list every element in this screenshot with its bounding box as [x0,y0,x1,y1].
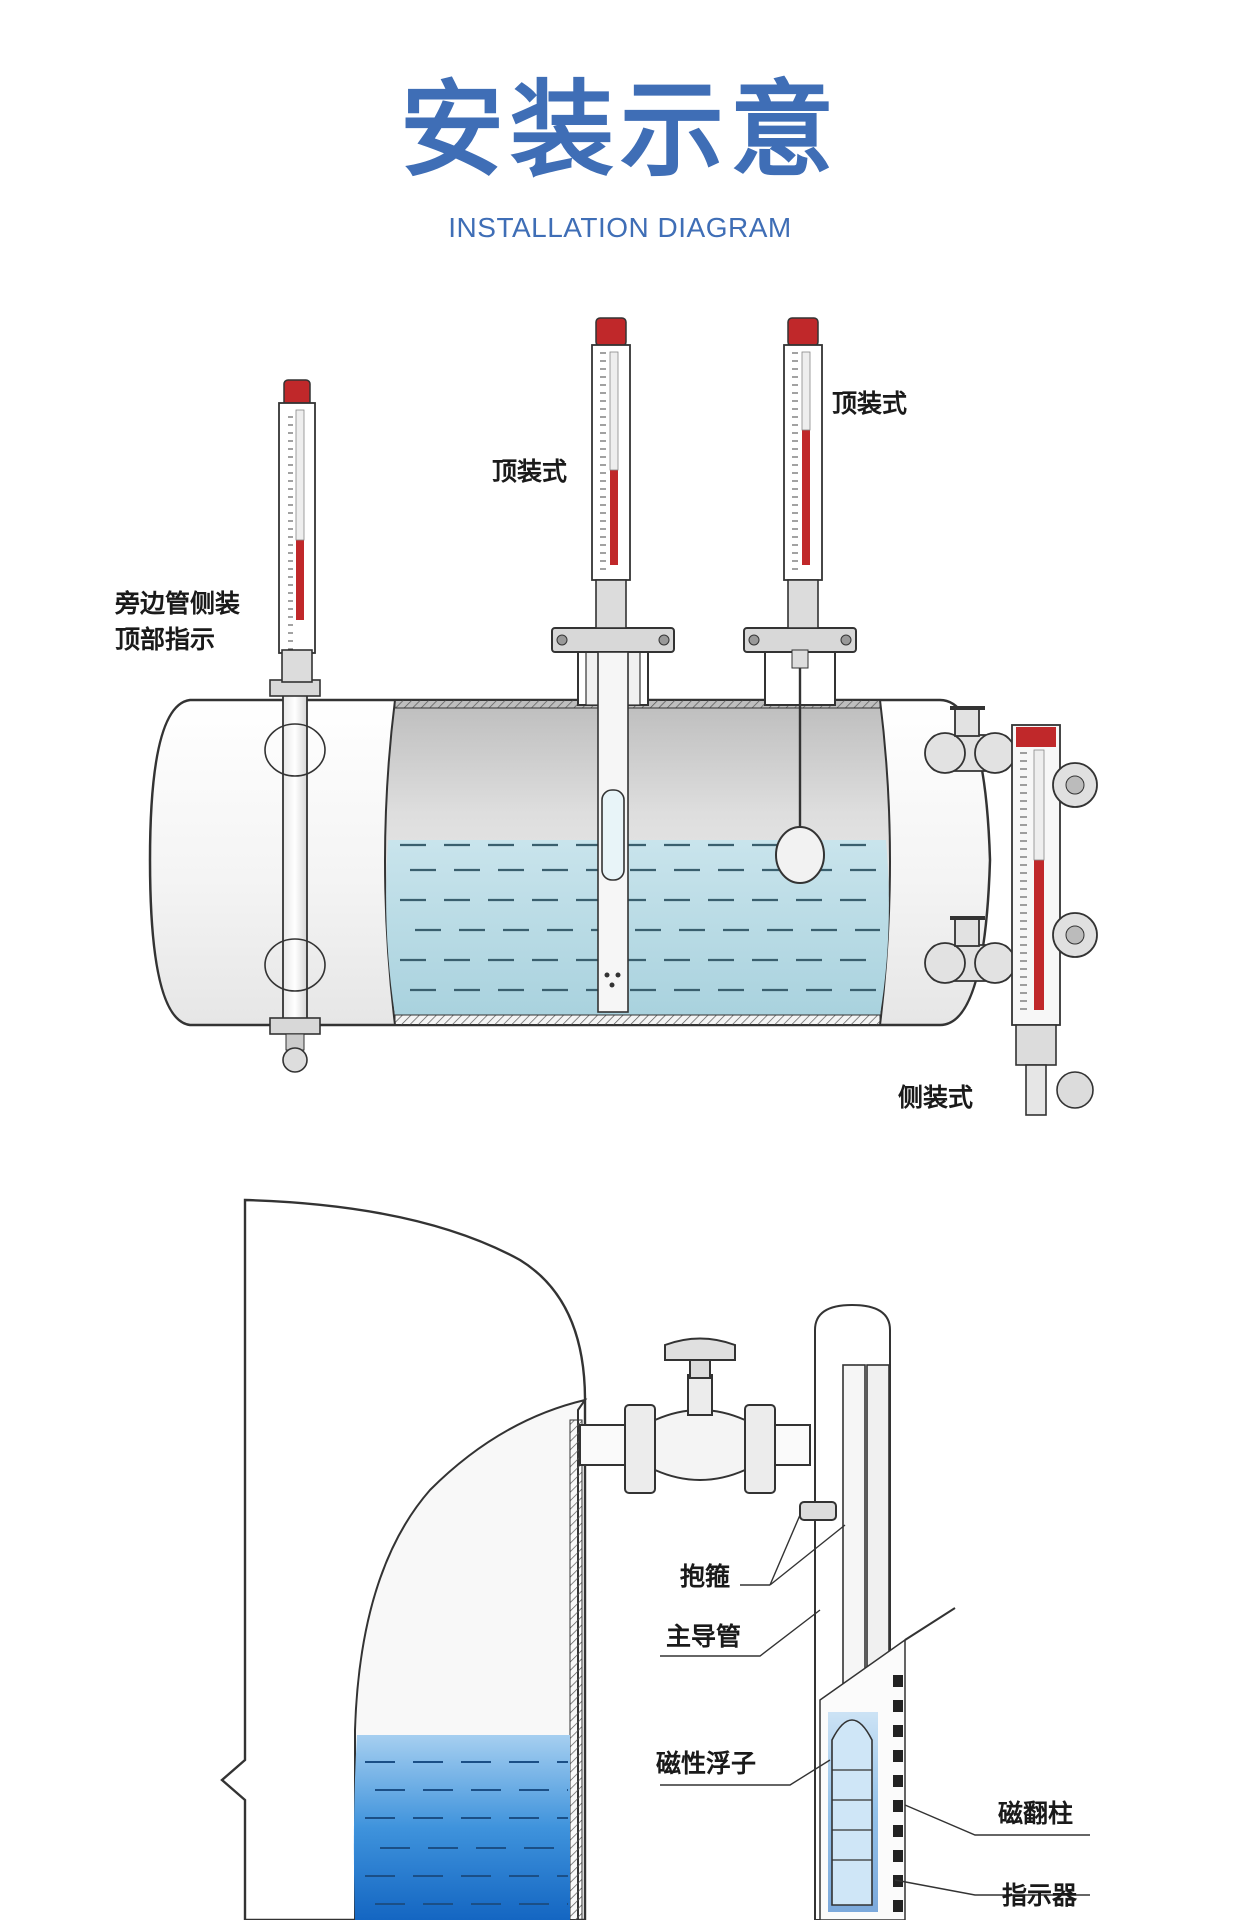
label-flip-column: 磁翻柱 [998,1799,1073,1828]
vessel-liquid [353,1735,570,1920]
gauge-bypass [278,379,316,683]
header: 安装示意 INSTALLATION DIAGRAM [0,0,1240,260]
gauge-side [1011,724,1098,1116]
label-bypass-line1: 旁边管侧装 [114,589,240,618]
connection-valve [579,1337,811,1494]
vertical-tank-detail: 抱箍 主导管 磁性浮子 磁翻柱 指示器 [220,1198,1090,1920]
gauge-top-right [783,317,823,629]
tank-liquid [386,840,889,1015]
label-side-mount: 侧装式 [898,1083,973,1112]
vessel-liquid-lines [365,1761,568,1905]
magnetic-float-shape [831,1719,873,1906]
label-top-mount-right: 顶装式 [832,389,907,418]
label-clamp: 抱箍 [680,1562,730,1591]
page-title: 安装示意 [399,69,840,191]
label-bypass-line2: 顶部指示 [115,625,215,654]
gauge-top-left [591,317,631,629]
label-indicator: 指示器 [1002,1881,1078,1910]
horizontal-tank-diagram: 顶装式 顶装式 旁边管侧装 顶部指示 侧装式 [114,317,1098,1116]
gauge-column [799,1303,956,1920]
side-valves [924,706,1016,984]
float-left [601,789,625,881]
bypass-tube [264,679,326,1073]
leader-lines [660,1514,1090,1896]
label-main-tube: 主导管 [666,1622,741,1651]
label-magnetic-float: 磁性浮子 [656,1749,756,1778]
page-subtitle: INSTALLATION DIAGRAM [448,212,792,243]
label-top-mount-left: 顶装式 [492,457,567,486]
float-ball [775,826,825,884]
